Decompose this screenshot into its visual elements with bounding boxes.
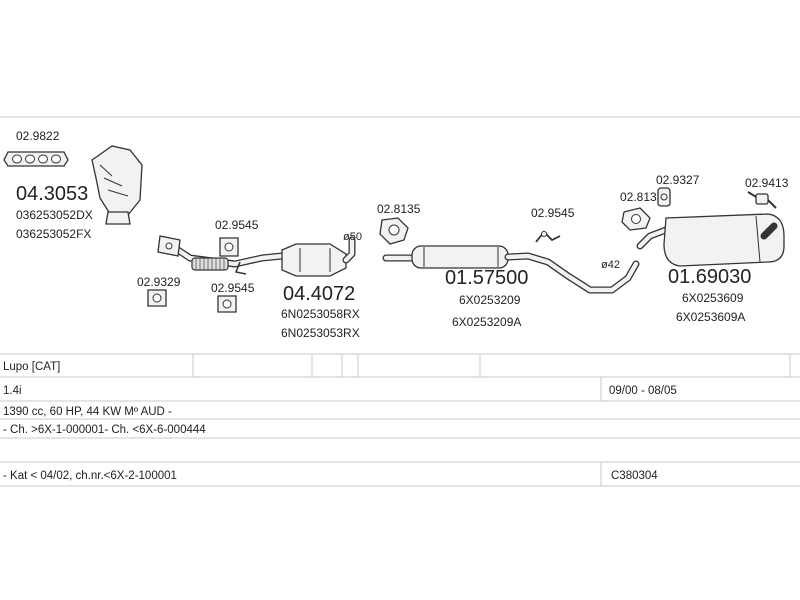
rear-ref-2: 6X0253609A <box>676 310 745 324</box>
gasket-b[interactable] <box>147 289 167 307</box>
middle-ref-2: 6X0253209A <box>452 315 521 329</box>
note-cell: - Kat < 04/02, ch.nr.<6X-2-100001 <box>3 470 177 482</box>
gasket-d[interactable] <box>535 230 561 243</box>
hanger-a-number: 02.9327 <box>656 173 700 187</box>
middle-number: 01.57500 <box>445 267 528 289</box>
manifold-ref-1: 036253052DX <box>16 208 93 222</box>
exhaust-manifold[interactable] <box>91 145 143 225</box>
gasket-c[interactable] <box>217 295 237 313</box>
hanger-b-number: 02.9413 <box>745 176 789 190</box>
clamp-b-number: 02.8135 <box>620 190 664 204</box>
hanger-b[interactable] <box>747 191 777 209</box>
rear-number: 01.69030 <box>668 266 751 288</box>
catalytic-converter[interactable] <box>281 236 356 277</box>
manifold-ref-2: 036253052FX <box>16 227 91 241</box>
hanger-a[interactable] <box>657 187 671 207</box>
engine-cell: 1.4i <box>3 385 22 397</box>
cat-number: 04.4072 <box>283 283 355 305</box>
chassis-cell: - Ch. >6X-1-000001- Ch. <6X-6-000444 <box>3 424 206 436</box>
code-cell: C380304 <box>611 470 658 482</box>
gasket-top-number: 02.9822 <box>16 129 60 143</box>
cat-ref-2: 6N0253053RX <box>281 326 360 340</box>
cat-ref-1: 6N0253058RX <box>281 307 360 321</box>
spec-cell: 1390 cc, 60 HP, 44 KW Mº AUD - <box>3 406 172 418</box>
diameter-2: ø42 <box>601 259 620 271</box>
manifold-gasket-strip[interactable] <box>3 151 69 167</box>
application-table <box>0 353 800 487</box>
gasket-a-number: 02.9545 <box>215 218 259 232</box>
clamp-a[interactable] <box>379 217 409 245</box>
middle-ref-1: 6X0253209 <box>459 293 521 307</box>
dates-cell: 09/00 - 08/05 <box>609 385 677 397</box>
middle-silencer[interactable] <box>382 245 640 294</box>
rear-ref-1: 6X0253609 <box>682 291 744 305</box>
gasket-d-number: 02.9545 <box>531 206 575 220</box>
gasket-b-number: 02.9329 <box>137 275 181 289</box>
gasket-a[interactable] <box>219 237 239 257</box>
diameter-1: ø50 <box>343 231 362 243</box>
gasket-c-number: 02.9545 <box>211 281 255 295</box>
manifold-number: 04.3053 <box>16 183 88 205</box>
rear-silencer[interactable] <box>636 213 785 267</box>
model-cell: Lupo [CAT] <box>3 361 60 373</box>
clamp-b[interactable] <box>621 207 651 231</box>
clamp-a-number: 02.8135 <box>377 202 421 216</box>
front-pipe[interactable] <box>157 235 286 275</box>
